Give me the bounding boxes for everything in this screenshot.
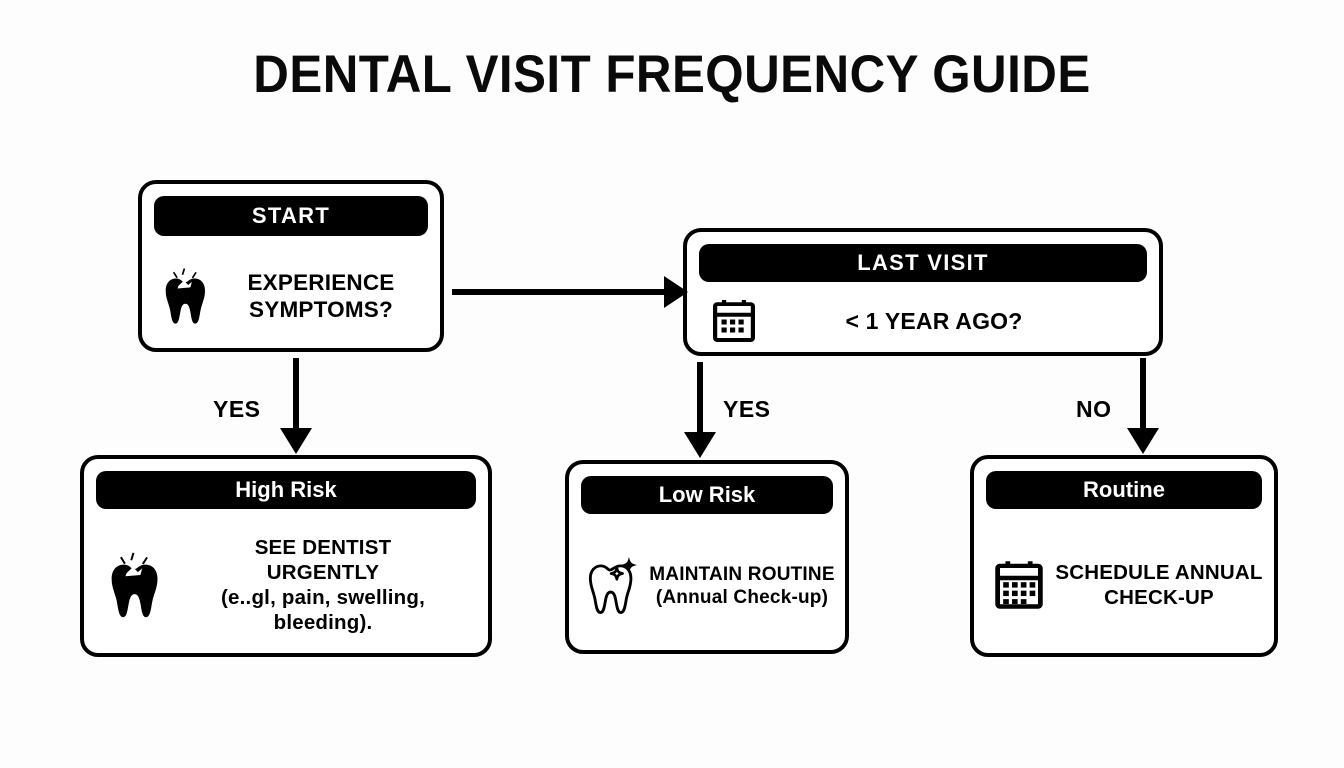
node-start-text: EXPERIENCE SYMPTOMS? bbox=[212, 269, 426, 324]
node-start-body: EXPERIENCE SYMPTOMS? bbox=[142, 246, 440, 346]
node-last-visit-text: < 1 YEAR AGO? bbox=[845, 307, 1023, 334]
node-start[interactable]: START EXPERIENCE SYMPTOMS? bbox=[138, 180, 444, 352]
node-last-visit-header: LAST VISIT bbox=[699, 244, 1147, 282]
node-low-risk-body: MAINTAIN ROUTINE (Annual Check-up) bbox=[569, 522, 845, 650]
node-last-visit[interactable]: LAST VISIT < 1 YEA bbox=[683, 228, 1163, 356]
node-high-risk-body: SEE DENTIST URGENTLY (e..gl, pain, swell… bbox=[84, 517, 488, 653]
node-low-risk-header: Low Risk bbox=[581, 476, 833, 514]
node-routine[interactable]: Routine bbox=[970, 455, 1278, 657]
node-low-risk-line1: MAINTAIN ROUTINE bbox=[649, 563, 835, 585]
arrow-last-visit-to-low-risk bbox=[676, 362, 724, 460]
edge-label-last-visit-yes: YES bbox=[723, 396, 771, 422]
arrow-last-visit-to-routine bbox=[1119, 358, 1167, 456]
node-routine-line2: CHECK-UP bbox=[1104, 586, 1214, 609]
tooth-sparkle-icon bbox=[579, 553, 647, 619]
node-routine-text: SCHEDULE ANNUAL CHECK-UP bbox=[1054, 560, 1264, 610]
node-high-risk-line1: SEE DENTIST bbox=[254, 536, 392, 559]
node-last-visit-body: < 1 YEAR AGO? bbox=[687, 290, 1159, 352]
node-routine-line1: SCHEDULE ANNUAL bbox=[1055, 561, 1263, 584]
node-high-risk-line2: URGENTLY bbox=[266, 561, 380, 584]
calendar-icon bbox=[703, 298, 765, 344]
edge-label-last-visit-no: NO bbox=[1076, 396, 1112, 422]
tooth-pain-icon bbox=[156, 266, 212, 326]
edge-label-start-yes: YES bbox=[213, 396, 261, 422]
node-high-risk-line3: (e..gl, pain, swelling, bleeding). bbox=[221, 586, 425, 634]
node-routine-body: SCHEDULE ANNUAL CHECK-UP bbox=[974, 517, 1274, 653]
page-title: DENTAL VISIT FREQUENCY GUIDE bbox=[253, 45, 1091, 104]
node-high-risk-header: High Risk bbox=[96, 471, 476, 509]
node-high-risk-text: SEE DENTIST URGENTLY (e..gl, pain, swell… bbox=[170, 535, 476, 635]
node-start-header: START bbox=[154, 196, 428, 236]
tooth-pain-icon bbox=[96, 549, 170, 621]
arrow-start-to-high-risk bbox=[272, 358, 320, 456]
node-routine-header: Routine bbox=[986, 471, 1262, 509]
node-start-line2: SYMPTOMS? bbox=[249, 297, 393, 322]
calendar-icon bbox=[984, 559, 1054, 611]
node-start-line1: EXPERIENCE bbox=[247, 269, 395, 295]
node-low-risk-line2: (Annual Check-up) bbox=[655, 587, 829, 608]
node-high-risk[interactable]: High Risk SEE DENTIST URGENTLY (e..gl, p… bbox=[80, 455, 492, 657]
node-low-risk-text: MAINTAIN ROUTINE (Annual Check-up) bbox=[647, 563, 837, 609]
node-low-risk[interactable]: Low Risk MAINTAIN ROUTINE (Annual C bbox=[565, 460, 849, 654]
arrow-start-to-last-visit bbox=[450, 268, 690, 316]
